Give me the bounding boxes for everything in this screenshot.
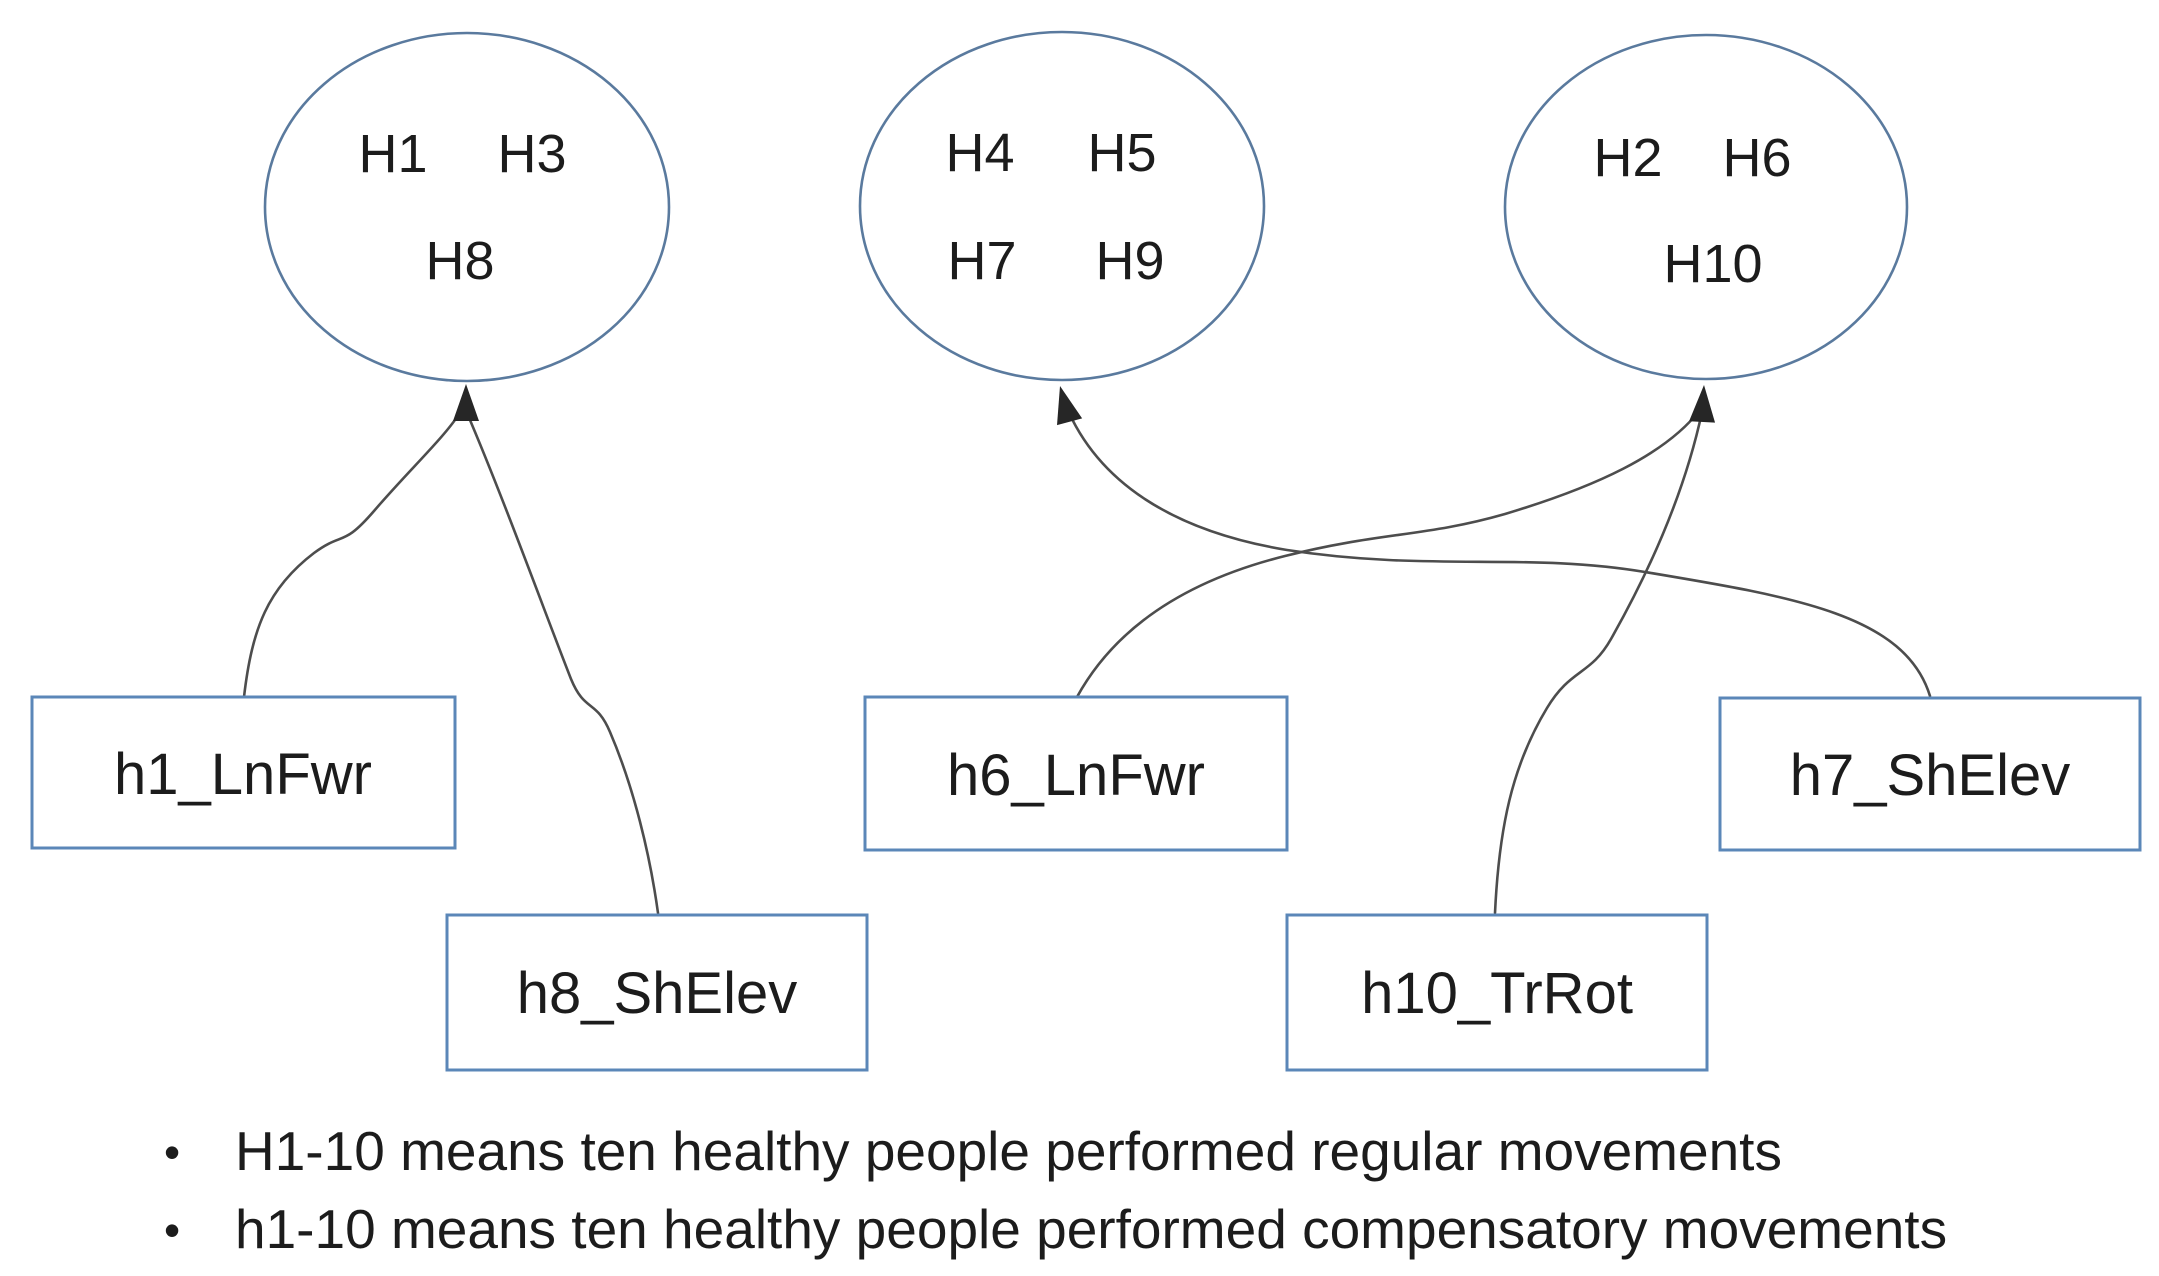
cluster-3-member: H6 (1722, 128, 1791, 188)
box-h10-TrRot-label: h10_TrRot (1361, 961, 1633, 1026)
cluster-2-member: H9 (1095, 231, 1164, 291)
edge-h1-to-cluster-1 (242, 409, 463, 699)
cluster-3-member: H2 (1593, 128, 1662, 188)
cluster-1-member: H8 (425, 231, 494, 291)
cluster-1-member: H1 (358, 124, 427, 184)
cluster-3-labels: H2 H6 H10 (1593, 128, 1791, 294)
edge-h8-to-cluster-1 (465, 411, 660, 915)
movement-boxes: h1_LnFwr h8_ShElev h6_LnFwr h10_TrRot h7… (30, 695, 2142, 1072)
cluster-2-member: H5 (1087, 123, 1156, 183)
cluster-ellipses (263, 30, 1909, 383)
cluster-2-ellipse (858, 30, 1266, 382)
cluster-1-member: H3 (497, 124, 566, 184)
edge-h10-to-cluster-3 (1493, 410, 1704, 915)
bullet-icon: • (164, 1126, 180, 1178)
cluster-2-member: H7 (947, 231, 1016, 291)
arrowhead-cluster-2-icon (1057, 386, 1083, 426)
arrowhead-cluster-3-icon (1689, 385, 1716, 423)
box-h7-ShElev (1718, 696, 2142, 852)
box-h1-LnFwr-label: h1_LnFwr (114, 742, 372, 807)
box-h8-ShElev (445, 913, 869, 1072)
cluster-3-member: H10 (1663, 234, 1762, 294)
box-h1-LnFwr (30, 695, 457, 850)
edge-h7-to-cluster-2 (1064, 404, 1932, 698)
box-h10-TrRot (1285, 913, 1709, 1072)
box-h6-LnFwr (863, 695, 1289, 852)
arrowhead-cluster-1-icon (453, 384, 479, 421)
legend-notes: • H1-10 means ten healthy people perform… (164, 1120, 1947, 1260)
box-h7-ShElev-label: h7_ShElev (1790, 743, 2071, 808)
edges (242, 384, 1932, 915)
cluster-3-ellipse (1503, 33, 1909, 381)
cluster-1-labels: H1 H3 H8 (358, 124, 566, 291)
bullet-icon: • (164, 1204, 180, 1256)
edge-h6-to-cluster-3 (1075, 408, 1702, 699)
box-h8-ShElev-label: h8_ShElev (517, 961, 798, 1026)
note-regular-movements: H1-10 means ten healthy people performed… (235, 1120, 1782, 1182)
cluster-2-labels: H4 H5 H7 H9 (945, 123, 1164, 291)
cluster-1-ellipse (263, 31, 671, 383)
box-h6-LnFwr-label: h6_LnFwr (947, 743, 1205, 808)
cluster-2-member: H4 (945, 123, 1014, 183)
note-compensatory-movements: h1-10 means ten healthy people performed… (235, 1198, 1947, 1260)
